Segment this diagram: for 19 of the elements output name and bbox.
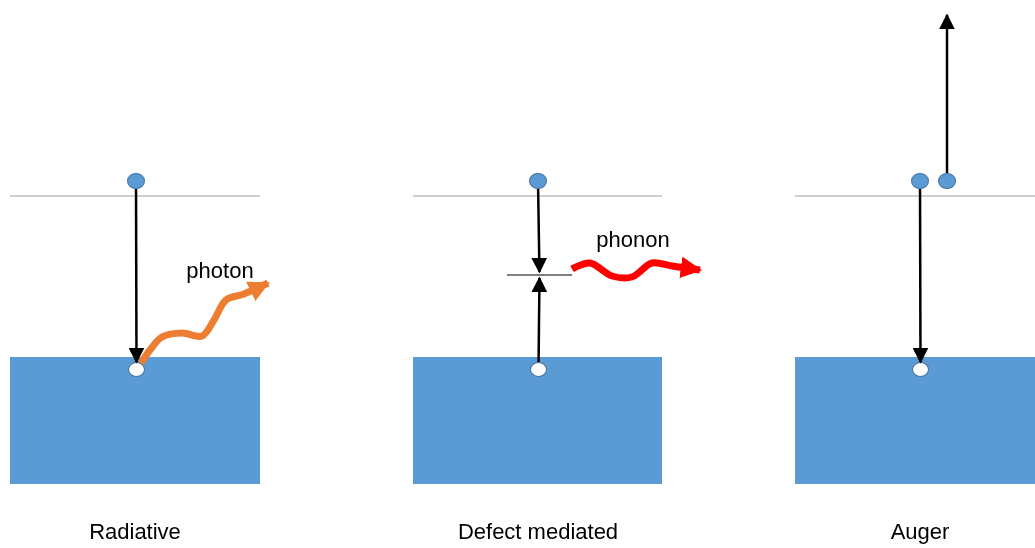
- arrow: [531, 188, 548, 274]
- arrow: [912, 189, 929, 364]
- energy-band: [795, 357, 1035, 484]
- hole-circle: [128, 362, 145, 377]
- electron-circle: [911, 173, 929, 189]
- arrow: [128, 189, 145, 364]
- panel-caption: Auger: [890, 519, 950, 545]
- hole-circle: [912, 362, 929, 377]
- arrow: [531, 276, 548, 362]
- arrow: [939, 13, 955, 173]
- panel-caption: Defect mediated: [457, 519, 619, 545]
- electron-circle: [127, 173, 145, 189]
- energy-band: [413, 357, 662, 484]
- wavy-arrow: [138, 279, 270, 365]
- electron-circle: [529, 173, 547, 189]
- energy-band: [10, 357, 260, 484]
- hole-circle: [530, 362, 547, 377]
- panel-caption: Radiative: [89, 519, 181, 545]
- electron-circle: [938, 173, 956, 189]
